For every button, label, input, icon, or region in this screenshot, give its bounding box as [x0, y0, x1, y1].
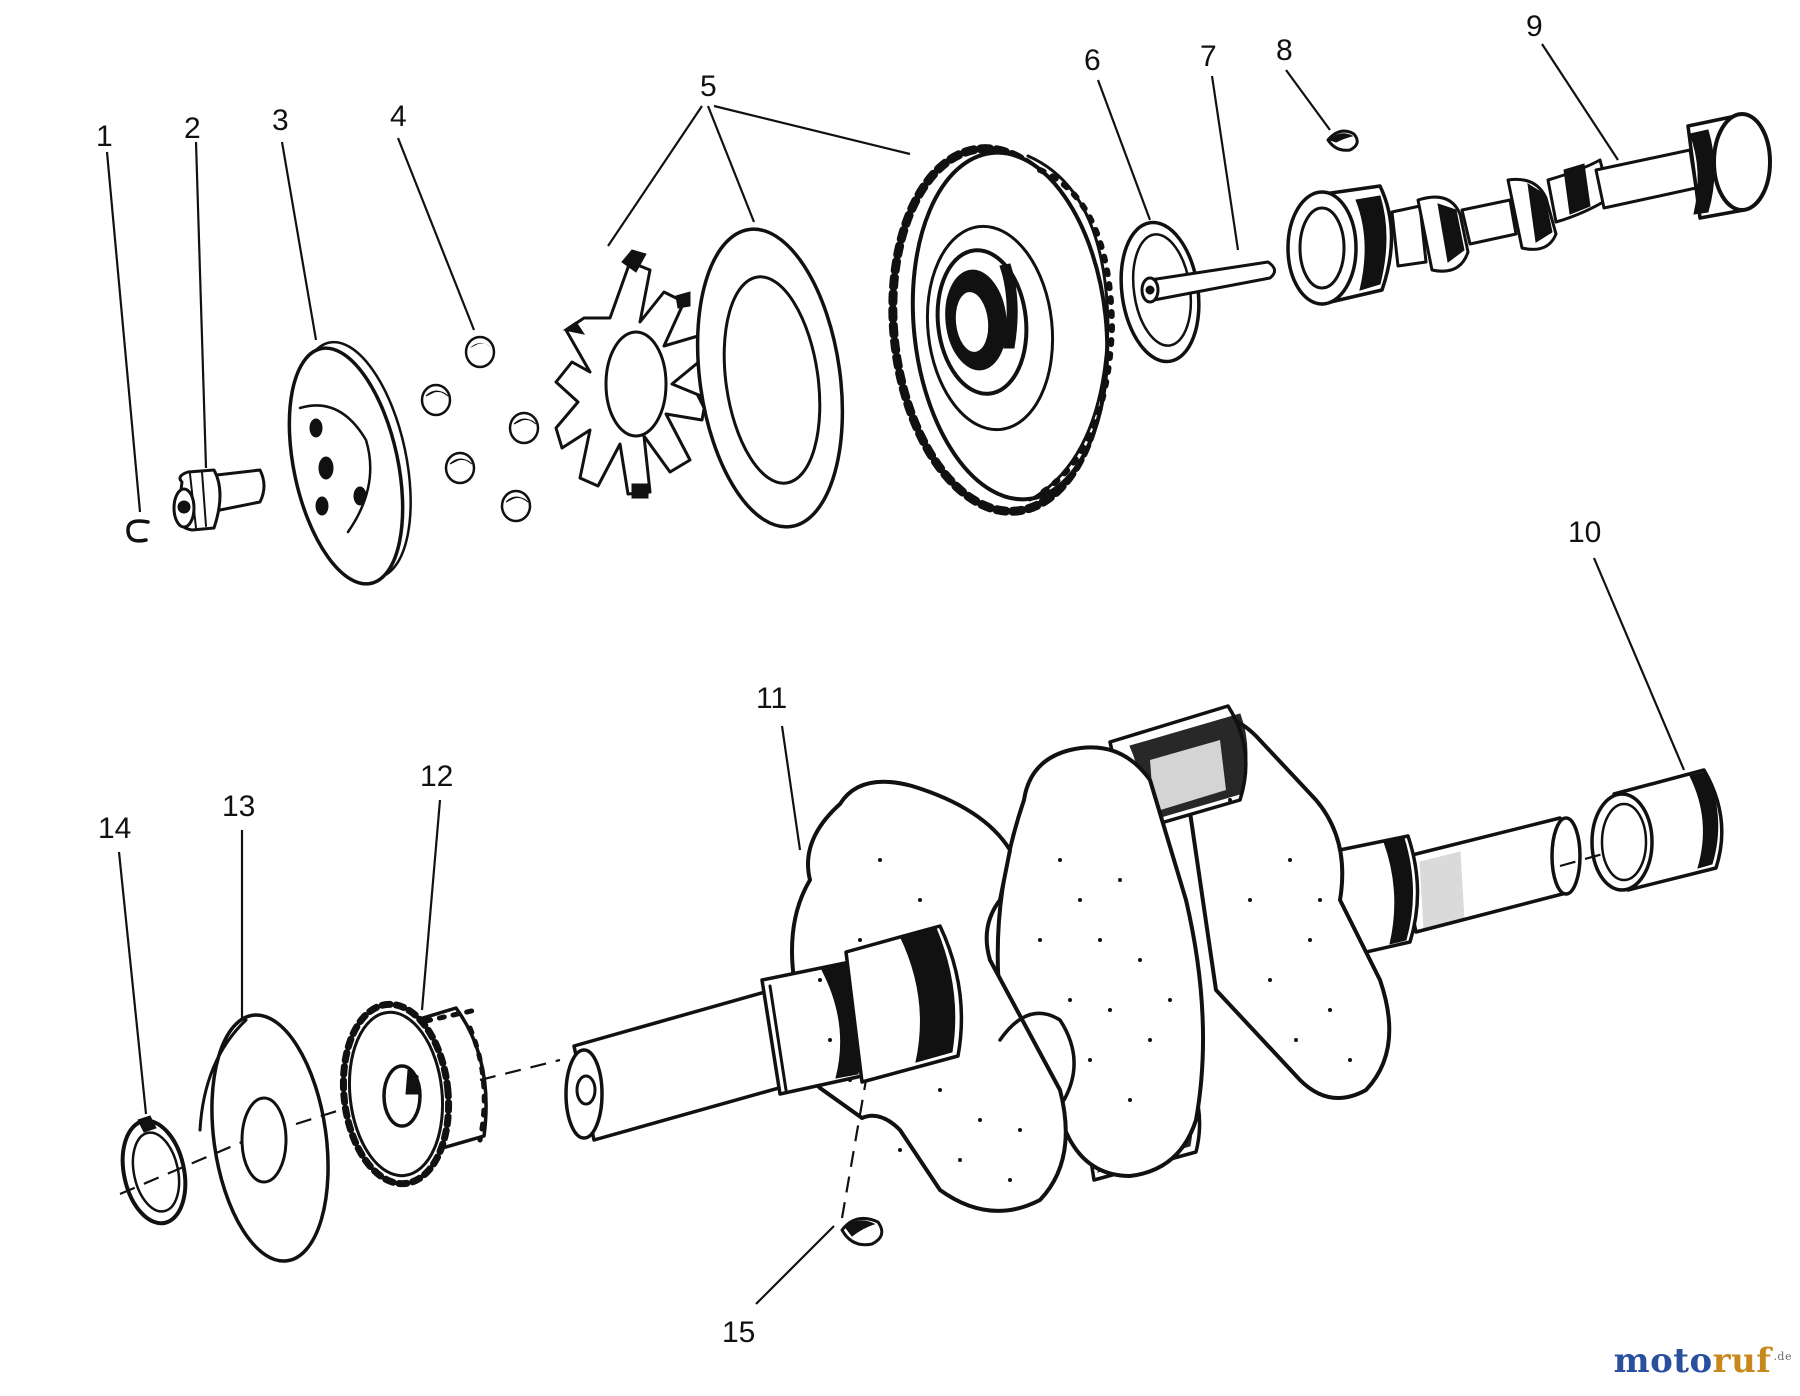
part-9-camshaft — [1286, 112, 1772, 306]
callout-8: 8 — [1276, 34, 1293, 67]
part-13-washer — [198, 1013, 330, 1263]
callout-5: 5 — [700, 70, 717, 103]
callout-7: 7 — [1200, 40, 1217, 73]
callout-6: 6 — [1084, 44, 1101, 77]
part-5-governor-spider — [554, 249, 709, 499]
callout-3: 3 — [272, 104, 289, 137]
callout-2: 2 — [184, 112, 201, 145]
callout-11: 11 — [756, 682, 787, 715]
part-11-crankshaft — [564, 704, 1582, 1213]
part-1-retaining-ring — [126, 519, 150, 543]
callout-15: 15 — [722, 1316, 755, 1349]
part-2-bolt — [172, 468, 266, 532]
callout-10: 10 — [1568, 516, 1601, 549]
part-10-bearing-sleeve — [1590, 768, 1724, 892]
part-12-crank-gear — [339, 1000, 488, 1188]
callout-4: 4 — [390, 100, 407, 133]
logo-part-1: moto — [1613, 1341, 1713, 1381]
callout-9: 9 — [1526, 10, 1543, 43]
motoruf-logo: motoruf.de — [1614, 1341, 1792, 1381]
part-3-plate — [287, 340, 412, 586]
callout-labels: 1 2 3 4 5 6 7 8 9 10 11 12 13 14 15 — [96, 10, 1601, 1349]
part-15-key — [840, 1216, 884, 1247]
logo-part-2: ruf — [1712, 1341, 1772, 1381]
callout-13: 13 — [222, 790, 255, 823]
assembly-centerlines — [119, 850, 1611, 1219]
part-5-cam-gear — [888, 144, 1115, 516]
logo-suffix: .de — [1773, 1349, 1792, 1363]
callout-12: 12 — [420, 760, 453, 793]
callout-14: 14 — [98, 812, 131, 845]
leader-lines — [105, 43, 1686, 1305]
part-14-circlip — [120, 1115, 188, 1226]
part-8-key — [1326, 129, 1359, 152]
callout-1: 1 — [96, 120, 113, 153]
part-4-balls — [420, 335, 540, 523]
part-5-washer — [695, 227, 845, 529]
part-7-pin — [1140, 260, 1276, 304]
